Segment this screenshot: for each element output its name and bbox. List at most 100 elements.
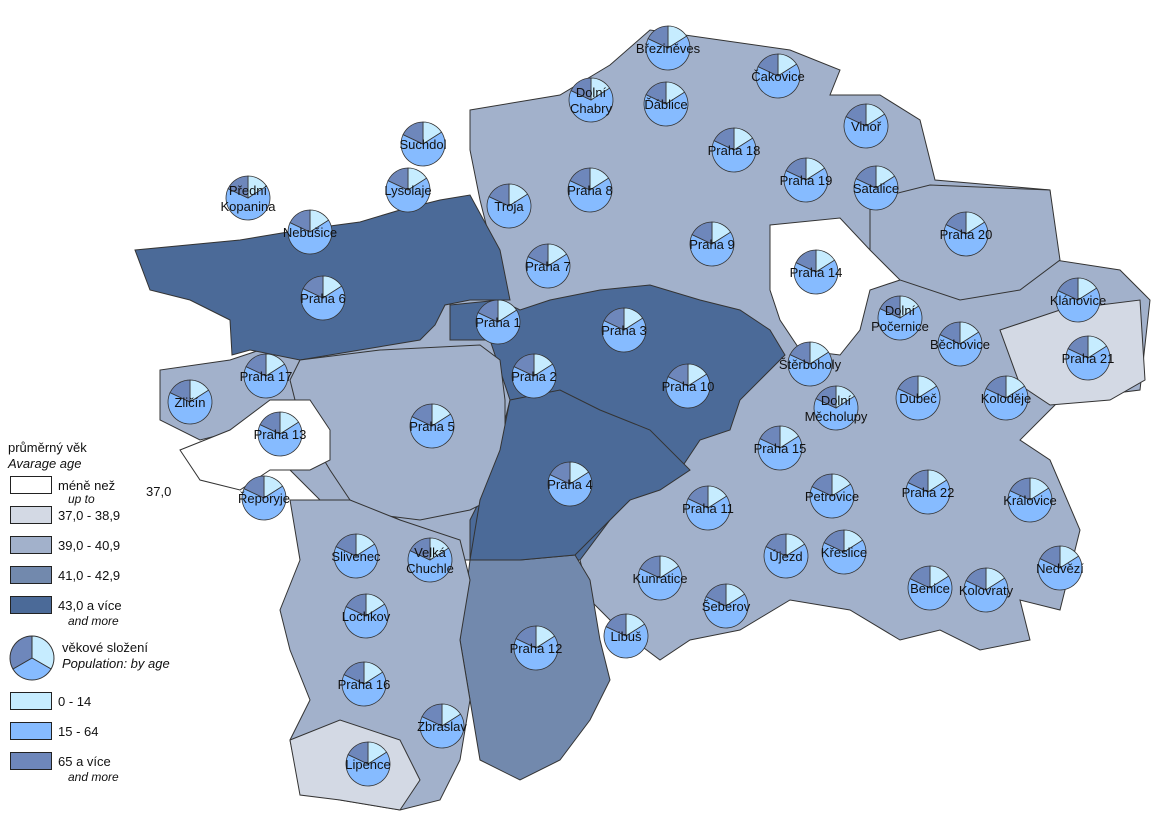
legend-class-label: 37,0 - 38,9	[58, 508, 121, 523]
district-pie	[1037, 545, 1083, 591]
pie-slice	[1057, 277, 1079, 301]
district-label: Praha 19	[780, 173, 833, 188]
pie-slice	[605, 613, 627, 637]
district-pie	[341, 661, 387, 707]
pie-slice	[343, 661, 365, 685]
pie-slice	[488, 183, 510, 207]
pie-slice	[645, 35, 691, 71]
pie-slice	[225, 185, 271, 221]
district-label: Praha 11	[682, 501, 734, 516]
pie-slice	[793, 259, 839, 295]
pie-slice	[1009, 477, 1031, 501]
district-pie	[853, 165, 899, 211]
district-pie	[343, 593, 389, 639]
legend-pie: věkové složení Population: by age	[8, 632, 238, 688]
district-label: Praha 2	[511, 369, 557, 384]
district-pie	[407, 537, 453, 583]
district-label: Běchovice	[930, 337, 990, 352]
district-label: Dubeč	[899, 391, 937, 406]
pie-slice	[945, 211, 967, 235]
district-label: Praha 8	[567, 183, 613, 198]
pie-slice	[477, 299, 499, 323]
pie-slice	[243, 363, 289, 399]
legend-swatch	[10, 722, 52, 740]
district-pie	[603, 613, 649, 659]
district-label: Lipence	[345, 757, 391, 772]
legend-age-sub: and more	[68, 770, 119, 784]
pie-slice	[570, 77, 592, 101]
district-pie	[645, 25, 691, 71]
legend-pie-icon	[9, 635, 55, 681]
pie-slice	[821, 539, 867, 575]
district-pie	[475, 299, 521, 345]
pie-slice	[527, 243, 549, 267]
pie-slice	[387, 167, 409, 191]
pie-slice	[907, 575, 953, 611]
legend-class-label: 39,0 - 40,9	[58, 538, 121, 553]
district-label: Březiněves	[636, 41, 701, 56]
pie-slice	[525, 253, 571, 289]
district-pie	[755, 53, 801, 99]
pie-slice	[755, 63, 801, 99]
district-pie	[525, 243, 571, 289]
legend-class-4: 41,0 - 42,9	[8, 562, 238, 592]
pie-slice	[333, 543, 379, 579]
district-pie	[637, 555, 683, 601]
legend-age-label: 15 - 64	[58, 724, 99, 739]
pie-slice	[895, 385, 941, 421]
pie-slice	[907, 469, 929, 493]
district-pie	[385, 167, 431, 213]
district-pie	[963, 567, 1009, 613]
district-pie	[895, 375, 941, 421]
district-pie	[689, 221, 735, 267]
pie-slice	[795, 249, 817, 273]
district-pie	[937, 321, 983, 367]
pie-slice	[789, 341, 811, 365]
district-label: Koloděje	[981, 391, 1032, 406]
district-pie	[287, 209, 333, 255]
pie-slice	[515, 625, 537, 649]
district-label: Praha 13	[254, 427, 307, 442]
pie-slice	[963, 577, 1009, 613]
pie-slice	[937, 331, 983, 367]
pie-slice	[169, 379, 191, 403]
legend-avg-title: průměrný věk	[8, 440, 87, 455]
district-label: Praha 17	[240, 369, 293, 384]
pie-slice	[965, 567, 987, 591]
district-pie	[843, 103, 889, 149]
pie-slice	[785, 157, 807, 181]
pie-slice	[409, 537, 431, 561]
pie-slice	[1065, 345, 1111, 381]
pie-slice	[567, 177, 613, 213]
legend-avg-title-en: Avarage age	[8, 456, 82, 471]
pie-slice	[603, 307, 625, 331]
district-pie	[685, 485, 731, 531]
district-label: Zbraslav	[417, 719, 467, 734]
district-pie	[763, 533, 809, 579]
legend-age-label: 65 a více	[58, 754, 111, 769]
pie-slice	[1007, 487, 1053, 523]
district-pie	[905, 469, 951, 515]
district-pie	[665, 363, 711, 409]
pie-slice	[713, 127, 735, 151]
pie-slice	[549, 461, 571, 485]
district-label: Praha 1	[475, 315, 521, 330]
pie-slice	[407, 547, 453, 583]
pie-slice	[243, 475, 265, 499]
district-label: Praha 21	[1062, 351, 1115, 366]
district-label: Praha 15	[754, 441, 807, 456]
pie-slice	[983, 385, 1029, 421]
district-label: Satalice	[853, 181, 899, 196]
district-label: Troja	[494, 199, 524, 214]
district-label: Ďáblice	[644, 97, 687, 112]
district-label: Praha 16	[338, 677, 391, 692]
pie-slice	[855, 165, 877, 189]
legend-swatch	[10, 752, 52, 770]
pie-slice	[227, 175, 249, 199]
legend-class-label: 41,0 - 42,9	[58, 568, 121, 583]
district-pie	[511, 353, 557, 399]
pie-slice	[300, 285, 346, 321]
district-pie	[419, 703, 465, 749]
